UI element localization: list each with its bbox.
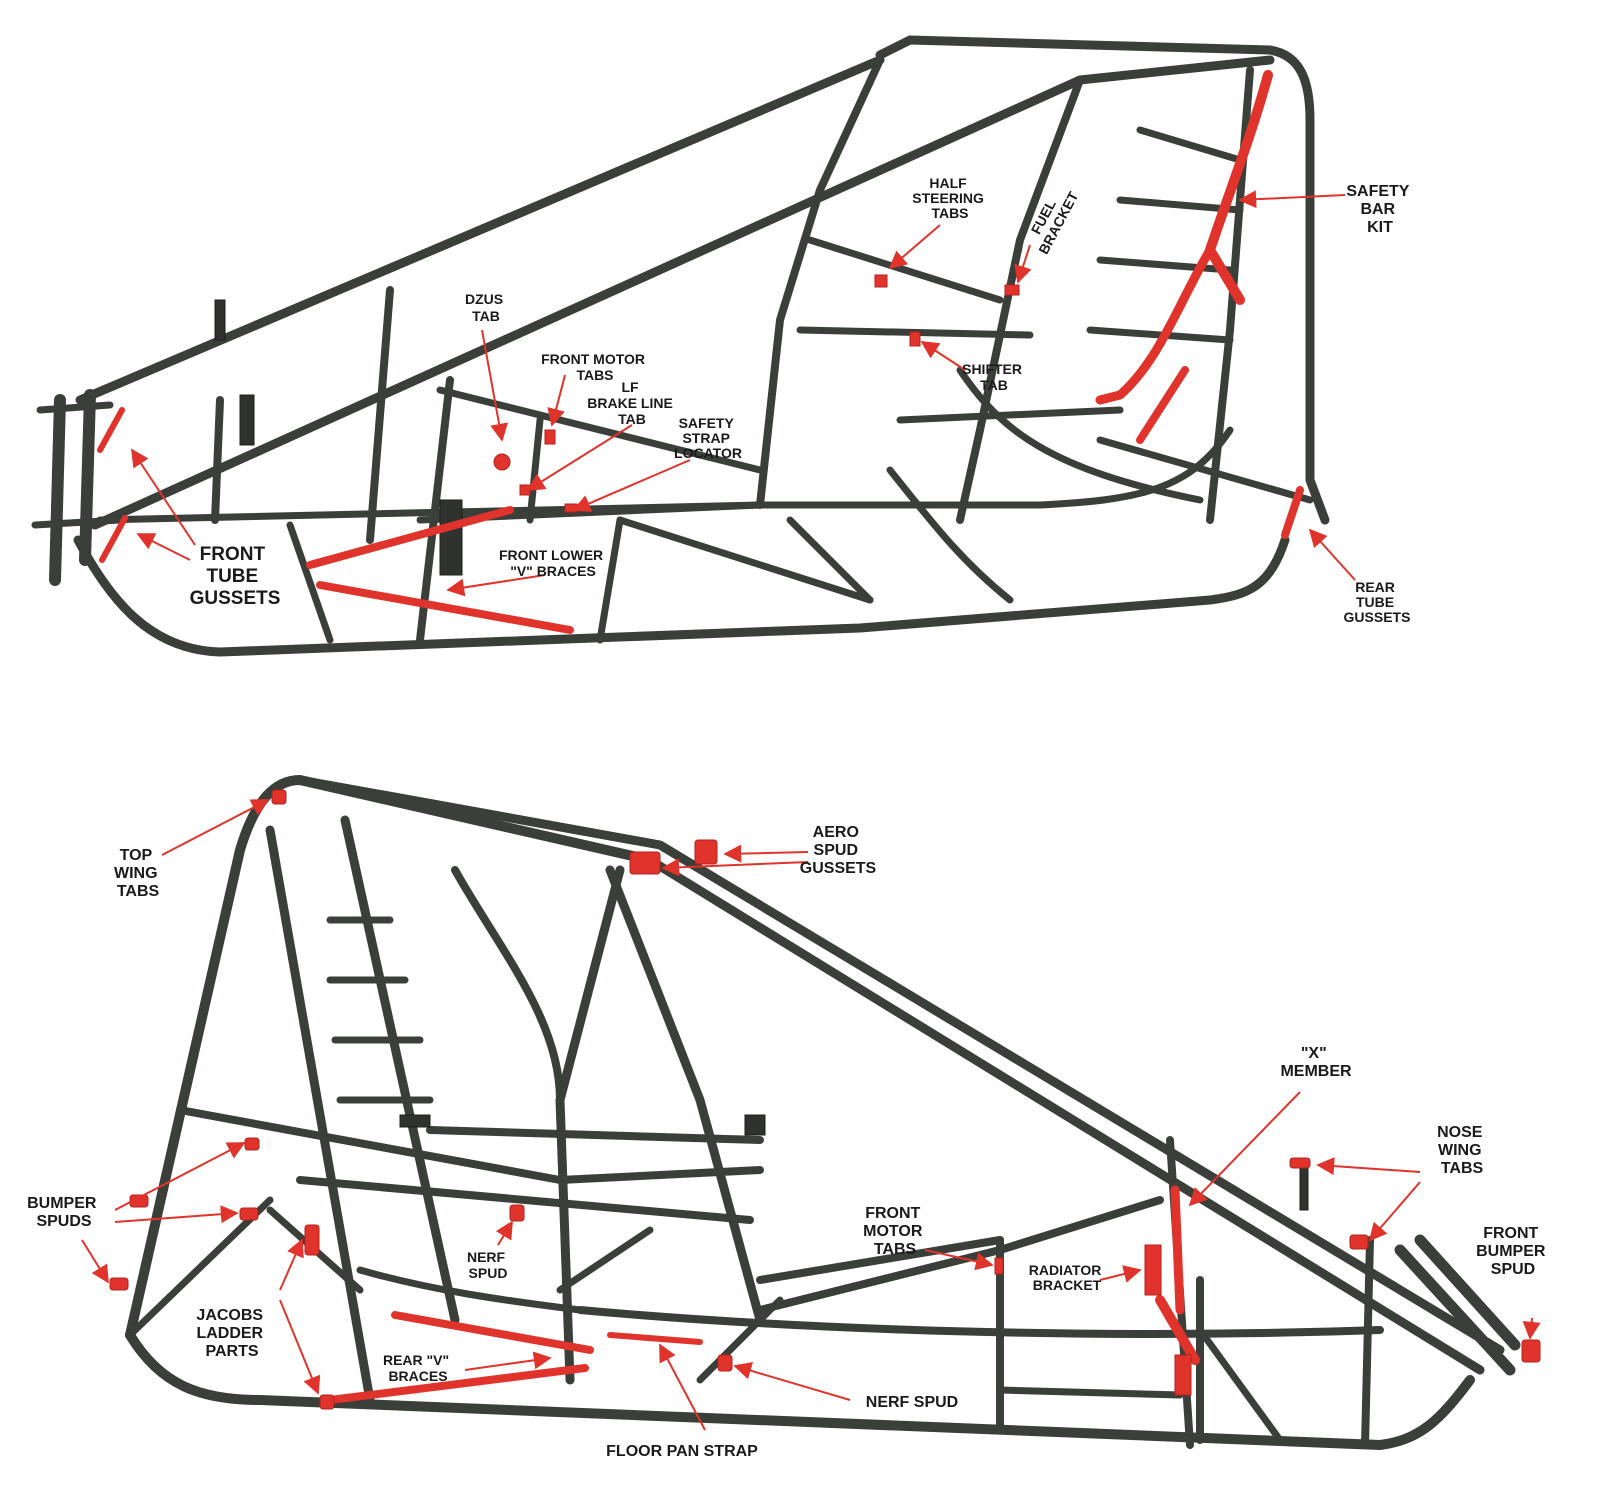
label-shifter-tab: SHIFTER TAB	[962, 361, 1026, 393]
radiator-bracket-marker	[1144, 1244, 1162, 1296]
jacobs-ladder-marker-3	[319, 1394, 335, 1410]
label-safety-bar-kit: SAFETY BAR KIT	[1346, 183, 1413, 236]
jacobs-ladder-marker-1	[244, 1137, 260, 1151]
label-half-steering-tabs: HALF STEERING TABS	[912, 175, 987, 221]
label-x-member: "X" MEMBER	[1280, 1045, 1352, 1080]
label-lf-brake-line-tab: LF BRAKE LINE TAB	[587, 379, 676, 427]
front-bumper-spud-marker	[1521, 1339, 1541, 1363]
label-top-wing-tabs: TOP WING TABS	[114, 847, 162, 900]
aero-spud-gusset-marker-2	[694, 839, 718, 865]
label-nerf-spud-upper: NERF SPUD	[467, 1249, 509, 1281]
bottom-leaders	[81, 799, 1541, 1431]
nose-wing-tab-marker-2	[1349, 1234, 1369, 1250]
top-leaders	[131, 190, 1356, 597]
label-floor-pan-strap: FLOOR PAN STRAP	[606, 1443, 758, 1460]
label-front-motor-tabs-bottom: FRONT MOTOR TABS	[863, 1205, 927, 1258]
label-aero-spud-gussets: AERO SPUD GUSSETS	[800, 824, 877, 877]
top-labels: DZUS TAB FRONT MOTOR TABS LF BRAKE LINE …	[190, 175, 1413, 625]
label-rear-v-braces: REAR "V" BRACES	[383, 1352, 453, 1384]
label-front-lower-v-braces: FRONT LOWER "V" BRACES	[499, 547, 607, 579]
label-jacobs-ladder-parts: JACOBS LADDER PARTS	[196, 1307, 267, 1360]
nose-wing-tab-marker-1	[1289, 1157, 1311, 1169]
nerf-spud-upper-marker	[509, 1204, 525, 1222]
top-chassis-frame	[31, 35, 1330, 657]
bumper-spud-marker-3	[109, 1277, 129, 1291]
front-motor-tab-marker-bottom	[994, 1257, 1004, 1275]
nerf-spud-lower-marker	[717, 1354, 733, 1372]
front-motor-tab-marker	[544, 429, 556, 445]
shifter-tab-marker	[909, 331, 921, 347]
fuel-bracket-marker	[1004, 284, 1020, 296]
strap-locator-marker	[564, 503, 578, 513]
jacobs-ladder-marker-2	[304, 1224, 320, 1256]
top-wing-tab-marker	[271, 789, 287, 805]
bottom-chassis-highlights	[109, 789, 1541, 1410]
label-bumper-spuds: BUMPER SPUDS	[27, 1195, 101, 1230]
label-front-bumper-spud: FRONT BUMPER SPUD	[1476, 1225, 1550, 1278]
label-safety-strap-locator: SAFETY STRAP LOCATOR	[674, 415, 742, 461]
radiator-bracket-lower-marker	[1174, 1354, 1192, 1396]
label-front-motor-tabs: FRONT MOTOR TABS	[541, 351, 649, 383]
bumper-spud-marker-2	[239, 1207, 259, 1221]
label-front-tube-gussets: FRONT TUBE GUSSETS	[190, 544, 281, 609]
bumper-spud-marker-1	[129, 1194, 149, 1208]
label-radiator-bracket: RADIATOR BRACKET	[1029, 1262, 1105, 1293]
top-chassis-highlights	[97, 70, 1304, 634]
bottom-labels: TOP WING TABS AERO SPUD GUSSETS "X" MEMB…	[27, 824, 1550, 1460]
label-nose-wing-tabs: NOSE WING TABS	[1437, 1124, 1487, 1177]
steering-tab-marker	[874, 274, 888, 288]
label-rear-tube-gussets: REAR TUBE GUSSETS	[1344, 579, 1411, 625]
label-nerf-spud-lower: NERF SPUD	[866, 1394, 958, 1411]
dzus-tab-marker	[493, 453, 511, 471]
aero-spud-gusset-marker-1	[629, 851, 661, 875]
label-dzus-tab: DZUS TAB	[465, 291, 507, 324]
bottom-chassis-frame	[125, 775, 1521, 1450]
